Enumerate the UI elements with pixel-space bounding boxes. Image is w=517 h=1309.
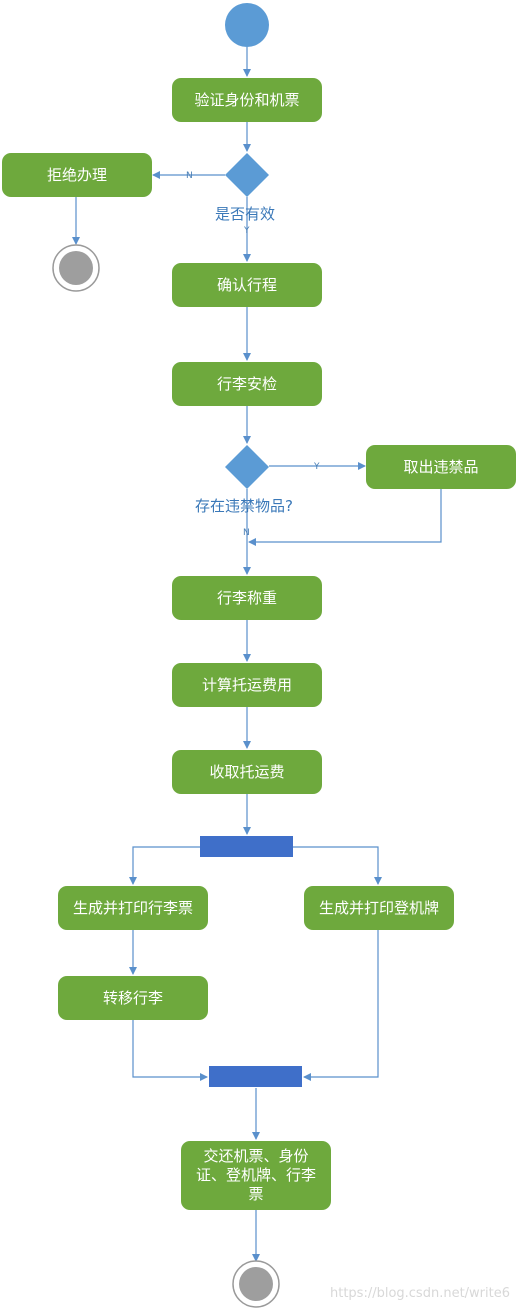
action-transfer: 转移行李 <box>58 976 208 1020</box>
action-remove: 取出违禁品 <box>366 445 516 489</box>
action-security-label: 行李安检 <box>217 375 277 393</box>
action-return-label-line2: 证、登机牌、行李 <box>196 1166 316 1184</box>
edge-transfer-join <box>132 1020 208 1081</box>
edge-print-pass-join <box>303 930 379 1081</box>
action-calc: 计算托运费用 <box>172 663 322 707</box>
action-weigh: 行李称重 <box>172 576 322 620</box>
action-print-tag-label: 生成并打印行李票 <box>73 899 193 917</box>
watermark-text: https://blog.csdn.net/write6 <box>330 1286 510 1301</box>
decision-contraband <box>225 445 269 489</box>
action-transfer-label: 转移行李 <box>103 989 163 1007</box>
action-return-label-line3: 票 <box>248 1185 263 1203</box>
join-bar <box>209 1066 302 1087</box>
edge-label-valid-yes: Y <box>243 226 250 236</box>
start-node <box>225 3 269 47</box>
decision-valid <box>225 153 269 197</box>
action-print-pass: 生成并打印登机牌 <box>304 886 454 930</box>
decision-valid-label: 是否有效 <box>215 205 275 223</box>
decision-contraband-label: 存在违禁物品? <box>195 497 293 515</box>
action-print-pass-label: 生成并打印登机牌 <box>319 899 439 917</box>
action-return-label-line1: 交还机票、身份 <box>203 1147 308 1165</box>
action-verify: 验证身份和机票 <box>172 78 322 122</box>
edge-remove-merge <box>248 489 442 546</box>
action-return: 交还机票、身份 证、登机牌、行李 票 <box>181 1141 331 1210</box>
action-reject-label: 拒绝办理 <box>47 166 107 184</box>
action-calc-label: 计算托运费用 <box>202 676 292 694</box>
action-confirm-label: 确认行程 <box>217 276 277 294</box>
action-collect: 收取托运费 <box>172 750 322 794</box>
action-confirm: 确认行程 <box>172 263 322 307</box>
action-print-tag: 生成并打印行李票 <box>58 886 208 930</box>
fork-bar <box>200 836 293 857</box>
action-remove-label: 取出违禁品 <box>403 458 478 476</box>
edge-label-contraband-yes: Y <box>313 462 320 472</box>
edge-fork-print-tag <box>129 846 200 885</box>
action-weigh-label: 行李称重 <box>217 589 277 607</box>
end-node-reject <box>52 244 100 292</box>
action-security: 行李安检 <box>172 362 322 406</box>
action-collect-label: 收取托运费 <box>209 763 284 781</box>
edge-label-contraband-no: N <box>243 528 250 538</box>
action-verify-label: 验证身份和机票 <box>194 91 299 109</box>
edge-label-valid-no: N <box>186 171 193 181</box>
edges <box>72 47 442 1262</box>
edge-fork-print-pass <box>293 846 382 885</box>
action-reject: 拒绝办理 <box>2 153 152 197</box>
end-node-final <box>232 1260 280 1308</box>
